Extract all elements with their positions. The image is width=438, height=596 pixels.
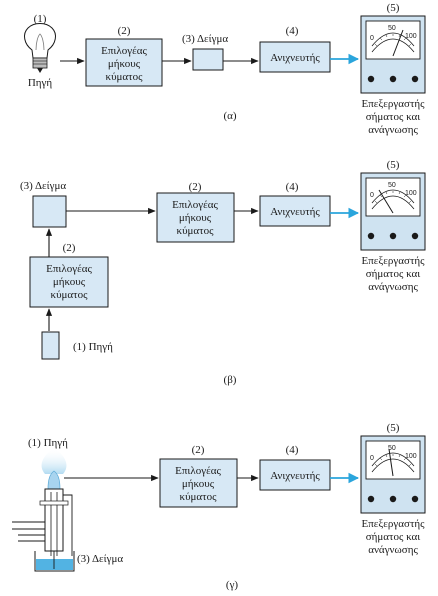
meter-scale-0: 0 — [370, 35, 374, 42]
meter-scale-0: 0 — [370, 455, 374, 462]
selector-number-label: (2) — [192, 444, 205, 456]
meter-knob — [389, 232, 397, 240]
sample-label: (3) Δείγμα — [20, 180, 66, 192]
meter-knob — [389, 75, 397, 83]
processor-text-line-1: Επεξεργαστής — [362, 255, 426, 267]
sample-label: (3) Δείγμα — [77, 553, 123, 565]
panel-b: (3) Δείγμα (2) Επιλογέας μήκους κύματος … — [20, 159, 426, 386]
flame-burner-icon — [12, 448, 75, 572]
source-label: Πηγή — [28, 77, 53, 89]
panel-caption: (γ) — [226, 579, 239, 591]
processor-number-label: (5) — [387, 2, 400, 14]
panel-c: (1) Πηγή (3) Δείγμα (2) Επιλογέας μήκους… — [12, 422, 426, 591]
wavelength-selector-box — [159, 458, 238, 508]
meter-knob — [367, 495, 375, 503]
processor-text-line-2: σήματος και — [366, 268, 421, 280]
meter-knob — [411, 495, 419, 503]
wavelength-selector-box — [29, 256, 109, 308]
selector-number-label: (2) — [189, 181, 202, 193]
detector-text: Ανιχνευτής — [270, 52, 320, 64]
meter-scale-100: 100 — [405, 33, 417, 40]
meter-knob — [367, 232, 375, 240]
processor-text-line-2: σήματος και — [366, 111, 421, 123]
panel-caption: (α) — [223, 110, 236, 122]
selector-text-line-1: Επιλογέας — [46, 263, 92, 275]
meter-knob — [367, 75, 375, 83]
selector-text-line-3: κύματος — [177, 225, 215, 237]
selector-number-label: (2) — [118, 25, 131, 37]
detector-text: Ανιχνευτής — [270, 206, 320, 218]
source-box — [41, 331, 60, 360]
detector-text: Ανιχνευτής — [270, 470, 320, 482]
meter-scale-50: 50 — [388, 25, 396, 32]
processor-text-line-3: ανάγνωσης — [368, 544, 418, 556]
detector-number-label: (4) — [286, 25, 299, 37]
selector-text-line-3: κύματος — [106, 71, 144, 83]
detector-box — [259, 459, 331, 491]
processor-text-line-1: Επεξεργαστής — [362, 518, 426, 530]
source-number-label: (1) — [34, 13, 47, 25]
meter-scale-0: 0 — [370, 192, 374, 199]
wavelength-selector-box — [156, 192, 235, 243]
selector-text-line-1: Επιλογέας — [101, 45, 147, 57]
selector-text-line-1: Επιλογέας — [172, 199, 218, 211]
sample-cell-box — [32, 195, 67, 228]
selector-text-line-2: μήκους — [108, 58, 141, 70]
meter-knob — [411, 232, 419, 240]
meter-scale-100: 100 — [405, 190, 417, 197]
processor-text-line-3: ανάγνωσης — [368, 281, 418, 293]
panel-a: (1) Πηγή (2) Επιλογέας μήκους κύματος (3… — [24, 2, 426, 136]
detector-box — [259, 41, 331, 73]
panel-caption: (β) — [224, 374, 237, 386]
source-label: (1) Πηγή — [73, 341, 113, 353]
meter-scale-100: 100 — [405, 453, 417, 460]
meter-knob — [389, 495, 397, 503]
light-bulb-icon — [24, 23, 56, 73]
detector-number-label: (4) — [286, 181, 299, 193]
processor-text-line-1: Επεξεργαστής — [362, 98, 426, 110]
meter-scale-50: 50 — [388, 445, 396, 452]
detector-box — [259, 195, 331, 227]
processor-number-label: (5) — [387, 159, 400, 171]
selector-text-line-2: μήκους — [53, 276, 86, 288]
selector-text-line-1: Επιλογέας — [175, 465, 221, 477]
detector-number-label: (4) — [286, 444, 299, 456]
meter-knob — [411, 75, 419, 83]
selector-text-line-3: κύματος — [180, 491, 218, 503]
selector-text-line-3: κύματος — [51, 289, 89, 301]
selector-text-line-2: μήκους — [179, 212, 212, 224]
selector-number-label: (2) — [63, 242, 76, 254]
processor-text-line-2: σήματος και — [366, 531, 421, 543]
source-label: (1) Πηγή — [28, 437, 68, 449]
meter-scale-50: 50 — [388, 182, 396, 189]
wavelength-selector-box — [85, 38, 163, 87]
sample-label: (3) Δείγμα — [182, 33, 228, 45]
processor-number-label: (5) — [387, 422, 400, 434]
sample-cell-box — [192, 48, 224, 71]
processor-text-line-3: ανάγνωσης — [368, 124, 418, 136]
selector-text-line-2: μήκους — [182, 478, 215, 490]
